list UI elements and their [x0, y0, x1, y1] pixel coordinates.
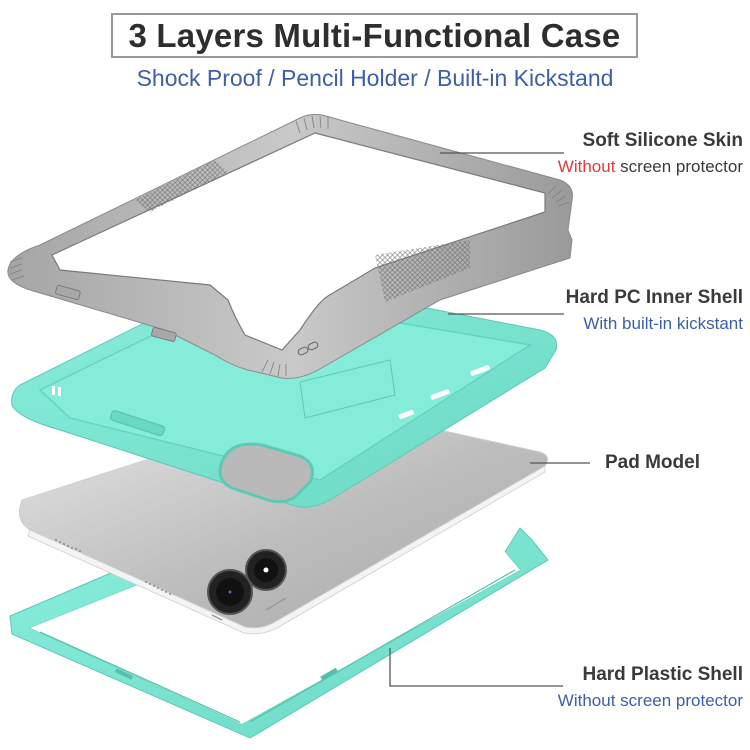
volume-button-icon: [297, 341, 319, 356]
callout-title: Pad Model: [604, 452, 700, 473]
soft-silicone-skin: [7, 113, 573, 379]
callout-hard-pc-inner-shell: Hard PC Inner Shell With built-in kickst…: [566, 287, 743, 335]
callout-pad-model: Pad Model: [605, 452, 700, 474]
callout-subtitle-rest: screen protector: [615, 157, 743, 176]
page-subtitle: Shock Proof / Pencil Holder / Built-in K…: [136, 65, 614, 91]
callout-subtitle: Without screen protector: [558, 156, 743, 178]
camera-module: [207, 549, 287, 615]
callout-title: Hard Plastic Shell: [582, 664, 743, 685]
leader-hard-plastic: [389, 648, 563, 687]
callout-title: Hard PC Inner Shell: [565, 287, 743, 308]
callout-highlight: Without: [557, 157, 616, 176]
leader-lines: [389, 152, 590, 687]
callout-subtitle: Without screen protector: [557, 691, 743, 710]
callout-subtitle: With built-in kickstant: [583, 314, 743, 333]
callout-title: Soft Silicone Skin: [582, 130, 743, 151]
hard-plastic-shell: [9, 527, 549, 739]
title-box: 3 Layers Multi-Functional Case: [111, 13, 638, 58]
pad-model: [18, 405, 549, 635]
callout-hard-plastic-shell: Hard Plastic Shell Without screen protec…: [558, 664, 743, 712]
callout-soft-silicone-skin: Soft Silicone Skin Without screen protec…: [558, 130, 743, 178]
page-title: 3 Layers Multi-Functional Case: [128, 16, 621, 54]
